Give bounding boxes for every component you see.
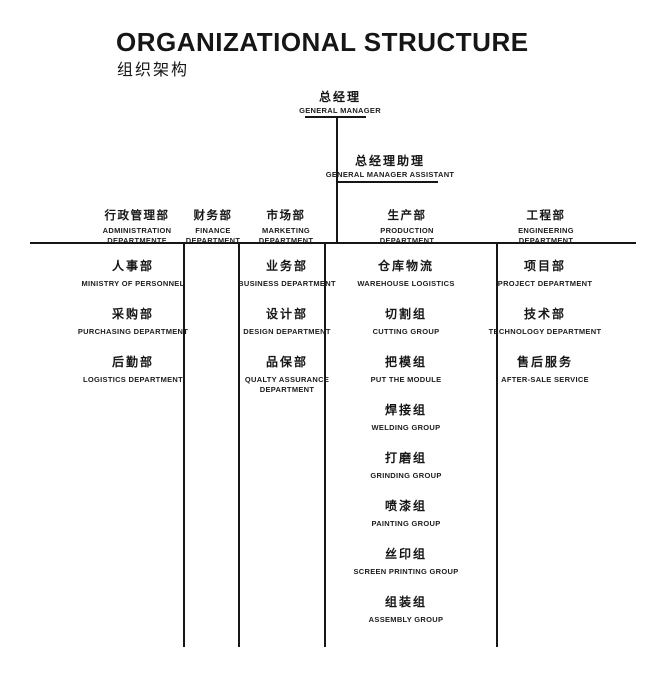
- node-cn-label: 后勤部: [111, 355, 154, 369]
- node-en-label: TECHNOLOGY DEPARTMENT: [488, 327, 602, 336]
- node-en-label: ASSEMBLY GROUP: [368, 615, 444, 624]
- node-general-manager-assistant: 总经理助理 GENERAL MANAGER ASSISTANT: [315, 154, 465, 180]
- node-dept-finance: 财务部 FINANCE DEPARTMENT: [177, 209, 249, 246]
- node-cn-label: 组装组: [384, 595, 427, 609]
- node-cutting-group: 切割组 CUTTING GROUP: [331, 307, 481, 337]
- node-logistics: 后勤部 LOGISTICS DEPARTMENT: [58, 355, 208, 385]
- node-design: 设计部 DESIGN DEPARTMENT: [212, 307, 362, 337]
- node-cn-label: 焊接组: [384, 403, 427, 417]
- connector-assistant-underline: [337, 181, 438, 183]
- node-cn-label: 品保部: [265, 355, 308, 369]
- node-en-label: GRINDING GROUP: [370, 471, 442, 480]
- node-cn-label: 丝印组: [384, 547, 427, 561]
- node-business: 业务部 BUSINESS DEPARTMENT: [212, 259, 362, 289]
- node-en-label: ADMINISTRATION DEPARTMENTF: [102, 226, 172, 245]
- node-cn-label: 财务部: [193, 210, 233, 222]
- node-cn-label: 技术部: [523, 307, 566, 321]
- node-general-manager: 总经理 GENERAL MANAGER: [265, 90, 415, 116]
- node-screen-printing-group: 丝印组 SCREEN PRINTING GROUP: [331, 547, 481, 577]
- node-dept-production: 生产部 PRODUCTION DEPARTMENT: [371, 209, 443, 246]
- node-cn-label: 业务部: [265, 259, 308, 273]
- page-title: ORGANIZATIONAL STRUCTURE: [116, 27, 529, 57]
- node-en-label: FINANCE DEPARTMENT: [185, 226, 241, 245]
- node-warehouse-logistics: 仓库物流 WAREHOUSE LOGISTICS: [331, 259, 481, 289]
- node-cn-label: 采购部: [111, 307, 154, 321]
- node-en-label: PURCHASING DEPARTMENT: [77, 327, 189, 336]
- node-en-label: GENERAL MANAGER ASSISTANT: [325, 170, 455, 179]
- node-en-label: WAREHOUSE LOGISTICS: [357, 279, 455, 288]
- node-project: 项目部 PROJECT DEPARTMENT: [470, 259, 620, 289]
- node-en-label: GENERAL MANAGER: [299, 106, 381, 115]
- node-personnel: 人事部 MINISTRY OF PERSONNEL: [58, 259, 208, 289]
- node-en-label: MARKETING DEPARTMENT: [258, 226, 314, 245]
- node-cn-label: 工程部: [526, 210, 566, 222]
- node-cn-label: 市场部: [266, 210, 306, 222]
- node-assembly-group: 组装组 ASSEMBLY GROUP: [331, 595, 481, 625]
- node-cn-label: 项目部: [523, 259, 566, 273]
- node-en-label: QUALTY ASSURANCE DEPARTMENT: [244, 375, 330, 394]
- node-en-label: SCREEN PRINTING GROUP: [353, 567, 459, 576]
- node-en-label: LOGISTICS DEPARTMENT: [82, 375, 184, 384]
- node-quality-assurance: 品保部 QUALTY ASSURANCE DEPARTMENT: [243, 355, 331, 395]
- node-en-label: PAINTING GROUP: [371, 519, 441, 528]
- node-dept-marketing: 市场部 MARKETING DEPARTMENT: [250, 209, 322, 246]
- node-cn-label: 总经理: [318, 90, 361, 104]
- connector-trunk-vertical: [336, 116, 338, 244]
- node-cn-label: 总经理助理: [354, 154, 425, 168]
- node-en-label: DESIGN DEPARTMENT: [243, 327, 331, 336]
- node-en-label: MINISTRY OF PERSONNEL: [81, 279, 185, 288]
- node-dept-engineering: 工程部 ENGINEERING DEPARTMENT: [510, 209, 582, 246]
- node-en-label: ENGINEERING DEPARTMENT: [518, 226, 574, 245]
- connector-gm-underline: [305, 116, 366, 118]
- node-cn-label: 仓库物流: [377, 259, 434, 273]
- node-cn-label: 人事部: [111, 259, 154, 273]
- node-module-group: 把模组 PUT THE MODULE: [331, 355, 481, 385]
- node-cn-label: 行政管理部: [104, 210, 170, 222]
- node-dept-administration: 行政管理部 ADMINISTRATION DEPARTMENTF: [101, 209, 173, 246]
- node-en-label: BUSINESS DEPARTMENT: [238, 279, 336, 288]
- node-cn-label: 生产部: [387, 210, 427, 222]
- connector-main-horizontal: [30, 242, 636, 244]
- node-cn-label: 把模组: [384, 355, 427, 369]
- node-after-sale-service: 售后服务 AFTER-SALE SERVICE: [470, 355, 620, 385]
- node-en-label: PROJECT DEPARTMENT: [497, 279, 593, 288]
- node-cn-label: 切割组: [384, 307, 427, 321]
- node-welding-group: 焊接组 WELDING GROUP: [331, 403, 481, 433]
- node-en-label: PUT THE MODULE: [370, 375, 442, 384]
- page-subtitle: 组织架构: [117, 62, 190, 79]
- node-en-label: PRODUCTION DEPARTMENT: [379, 226, 435, 245]
- node-en-label: AFTER-SALE SERVICE: [501, 375, 589, 384]
- connector-column-divider-3: [324, 242, 326, 647]
- node-cn-label: 设计部: [265, 307, 308, 321]
- node-cn-label: 售后服务: [516, 355, 573, 369]
- connector-column-divider-1: [183, 242, 185, 647]
- node-cn-label: 打磨组: [384, 451, 427, 465]
- node-grinding-group: 打磨组 GRINDING GROUP: [331, 451, 481, 481]
- node-en-label: WELDING GROUP: [371, 423, 441, 432]
- connector-column-divider-2: [238, 242, 240, 647]
- node-en-label: CUTTING GROUP: [372, 327, 440, 336]
- node-cn-label: 喷漆组: [384, 499, 427, 513]
- node-technology: 技术部 TECHNOLOGY DEPARTMENT: [470, 307, 620, 337]
- node-purchasing: 采购部 PURCHASING DEPARTMENT: [58, 307, 208, 337]
- node-painting-group: 喷漆组 PAINTING GROUP: [331, 499, 481, 529]
- connector-column-divider-4: [496, 242, 498, 647]
